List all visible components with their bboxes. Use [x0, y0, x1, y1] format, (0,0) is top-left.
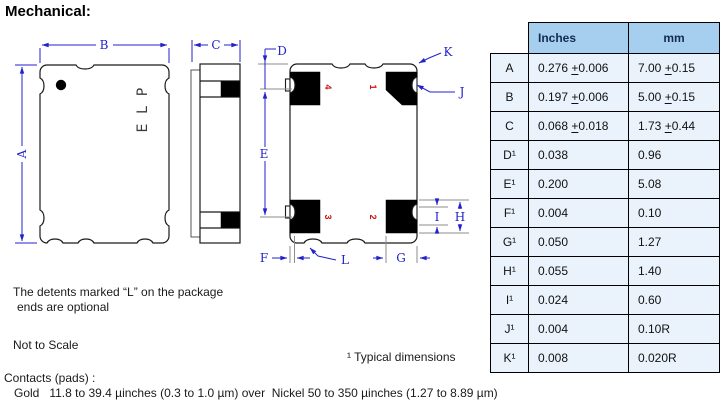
- mechanical-drawing: P L E B A: [15, 38, 469, 267]
- dim-label-H: H: [455, 210, 465, 224]
- pad-number-3: 3: [323, 214, 333, 219]
- inches-value: 0.276 +0.006: [528, 52, 629, 83]
- mm-value: 5.00 +0.15: [628, 81, 720, 112]
- not-to-scale-note: Not to Scale: [13, 338, 79, 352]
- row-label: K¹: [490, 342, 529, 373]
- pin1-dot-marker: [55, 79, 67, 91]
- marking-letter: L: [135, 106, 151, 114]
- pad-number-2: 2: [368, 214, 378, 219]
- dim-label-K: K: [444, 45, 454, 59]
- detents-note-line1: The detents marked “L” on the package: [13, 285, 224, 299]
- inches-value: 0.004: [528, 313, 629, 344]
- dim-label-I: I: [435, 210, 440, 224]
- mm-value: 5.08: [628, 168, 720, 199]
- inches-value: 0.068 +0.018: [528, 110, 629, 141]
- side-view: [190, 63, 241, 244]
- front-view: P L E: [39, 64, 170, 244]
- page-title: Mechanical:: [5, 3, 91, 20]
- pad-number-1: 1: [368, 84, 378, 89]
- mm-value: 0.020R: [628, 342, 720, 373]
- col-header-mm: mm: [628, 22, 720, 54]
- inches-value: 0.050: [528, 226, 629, 257]
- mm-value: 1.73 +0.44: [628, 110, 720, 141]
- inches-value: 0.197 +0.006: [528, 81, 629, 112]
- dim-label-B: B: [100, 38, 109, 52]
- dim-label-J: J: [458, 85, 465, 99]
- side-view-dimensions: C: [191, 38, 241, 62]
- mm-value: 1.40: [628, 255, 720, 286]
- bottom-view-dimensions: D E F L G I H K: [258, 44, 469, 267]
- mm-value: 7.00 +0.15: [628, 52, 720, 83]
- mm-value: 0.60: [628, 284, 720, 315]
- row-label: D¹: [490, 139, 529, 170]
- inches-value: 0.055: [528, 255, 629, 286]
- mm-value: 0.10R: [628, 313, 720, 344]
- front-package-outline: [39, 64, 170, 244]
- inches-value: 0.024: [528, 284, 629, 315]
- dim-label-D: D: [277, 44, 287, 58]
- side-pad-top: [220, 81, 240, 97]
- typical-dimensions-footnote: ¹ Typical dimensions: [347, 350, 456, 364]
- row-label: I¹: [490, 284, 529, 315]
- inches-value: 0.038: [528, 139, 629, 170]
- package-marking: P L E: [135, 88, 151, 133]
- mm-value: 0.10: [628, 197, 720, 228]
- castellation-notch: [289, 203, 296, 221]
- pad-3: [289, 199, 321, 234]
- castellation-notch: [411, 203, 418, 221]
- table-corner-cell: [490, 22, 529, 53]
- row-label: G¹: [490, 226, 529, 257]
- row-label: B: [490, 81, 529, 112]
- dim-label-C: C: [211, 38, 220, 52]
- col-header-inches: Inches: [528, 22, 629, 54]
- castellation-notch: [411, 76, 418, 94]
- contacts-plating-detail: Gold 11.8 to 39.4 µinches (0.3 to 1.0 µm…: [14, 386, 498, 400]
- contacts-heading: Contacts (pads) :: [4, 371, 96, 385]
- bottom-view: 4 1 3 2: [284, 63, 418, 244]
- dim-label-E: E: [260, 147, 269, 161]
- inches-value: 0.004: [528, 197, 629, 228]
- marking-letter: E: [135, 124, 151, 133]
- pad-1-chamfered: [385, 71, 418, 106]
- row-label: E¹: [490, 168, 529, 199]
- row-label: A: [490, 52, 529, 83]
- marking-letter: P: [135, 88, 151, 96]
- side-pad-bottom: [220, 212, 240, 228]
- pad-number-4: 4: [323, 84, 333, 89]
- dim-label-G: G: [396, 251, 406, 265]
- row-label: J¹: [490, 313, 529, 344]
- row-label: C: [490, 110, 529, 141]
- front-view-dimensions: B A: [15, 38, 170, 244]
- mm-value: 0.96: [628, 139, 720, 170]
- dim-label-F: F: [260, 251, 268, 265]
- inches-value: 0.008: [528, 342, 629, 373]
- pad-2: [385, 199, 418, 234]
- detents-note-line2: ends are optional: [17, 300, 110, 314]
- inches-value: 0.200: [528, 168, 629, 199]
- row-label: F¹: [490, 197, 529, 228]
- row-label: H¹: [490, 255, 529, 286]
- mm-value: 1.27: [628, 226, 720, 257]
- dim-label-L: L: [341, 253, 349, 267]
- castellation-tab: [284, 205, 291, 219]
- dim-label-A: A: [15, 149, 29, 159]
